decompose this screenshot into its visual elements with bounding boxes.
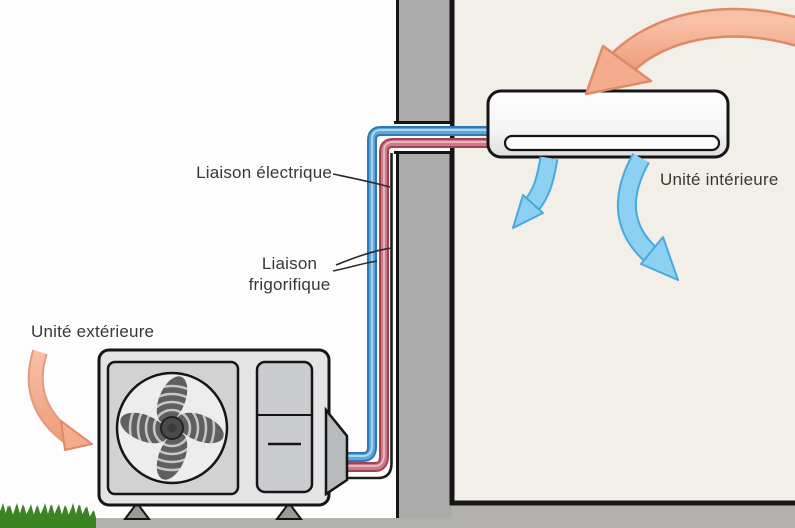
electrical-label-pointer (332, 173, 391, 188)
indoor-unit (486, 89, 730, 159)
refrigerant-label-pointer-blue (332, 260, 378, 272)
outdoor-unit-foot (123, 501, 151, 520)
refrigerant-label-pointer-red (335, 247, 393, 266)
outdoor-unit (97, 348, 331, 520)
refrigerant-line-red (345, 138, 494, 472)
fan-icon (120, 376, 224, 480)
electrical-link-label: Liaison électrique (196, 163, 332, 182)
refrigerant-line-blue (345, 126, 494, 462)
warm-air-intake-arrow-icon (584, 7, 795, 96)
cool-air-arrow-left-icon (512, 156, 559, 229)
grass (0, 503, 96, 528)
wall (396, 0, 452, 528)
room-border (449, 0, 795, 506)
electrical-cable (345, 153, 393, 480)
indoor-unit-label: Unité intérieure (660, 170, 779, 189)
outdoor-unit-foot (275, 501, 303, 520)
label-pointer-lines (332, 173, 393, 272)
pipe-connection-box (324, 406, 349, 497)
indoor-unit-vent (503, 134, 721, 152)
ground (88, 505, 795, 528)
connection-lines (345, 126, 494, 480)
outdoor-airflow-arrow-icon (27, 349, 93, 451)
outdoor-unit-side-panel (255, 360, 314, 494)
cool-air-arrow-right-icon (616, 153, 679, 281)
outdoor-unit-label: Unité extérieure (31, 322, 155, 341)
refrigerant-link-label: Liaison frigorifique (248, 254, 331, 295)
